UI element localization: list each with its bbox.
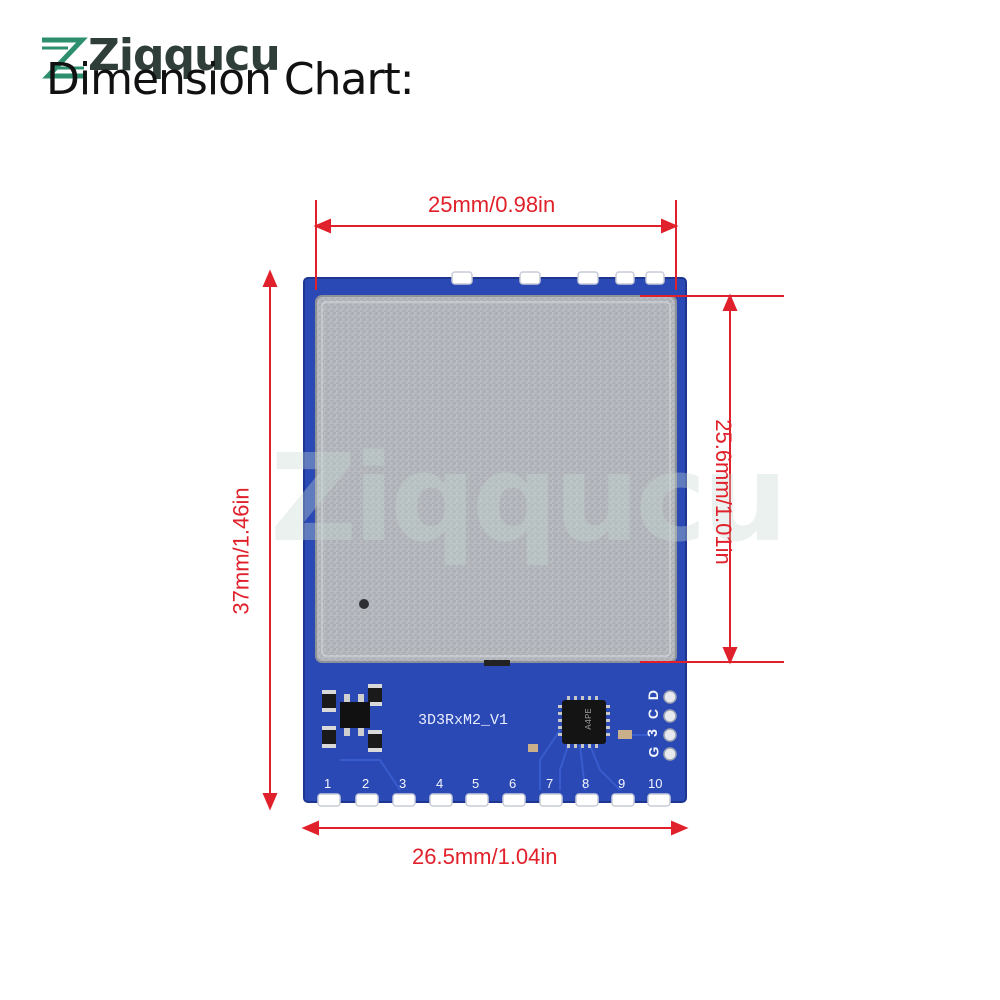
page-title: Dimension Chart:: [46, 54, 415, 105]
side-pin-label: G: [645, 746, 662, 758]
pcb-traces: [340, 729, 650, 791]
pin-number: 8: [582, 776, 590, 791]
dimension-lines: [262, 200, 784, 836]
chip-marking: A4PE: [583, 708, 594, 730]
right-height-label: 25.6mm/1.01in: [710, 419, 736, 565]
pin-number: 4: [436, 776, 444, 791]
pin-number: 5: [472, 776, 480, 791]
side-pin-label: C: [645, 708, 662, 720]
smd-components: [322, 684, 632, 752]
pin-number: 9: [618, 776, 626, 791]
qfn-chip: [558, 696, 610, 748]
pin-number: 3: [399, 776, 407, 791]
pin-number: 7: [546, 776, 554, 791]
pin-number: 1: [324, 776, 332, 791]
bottom-castellations: [317, 793, 671, 807]
board-silkscreen-label: 3D3RxM2_V1: [418, 712, 509, 729]
brand-watermark: Ziqqucu: [270, 430, 788, 569]
left-height-label: 37mm/1.46in: [228, 487, 254, 615]
rf-shield-can: [315, 295, 677, 666]
top-castellations: [451, 271, 665, 285]
side-pads: [663, 690, 677, 761]
pin-number: 6: [509, 776, 517, 791]
top-width-label: 25mm/0.98in: [428, 192, 556, 217]
pin-number: 2: [362, 776, 370, 791]
side-pin-label: 3: [643, 729, 660, 737]
pin-number: 10: [648, 776, 663, 791]
brand-logo-text: Ziqqucu: [88, 30, 281, 81]
bottom-width-label: 26.5mm/1.04in: [412, 844, 558, 869]
brand-logo-icon: [42, 37, 88, 79]
side-pin-label: D: [645, 689, 662, 701]
